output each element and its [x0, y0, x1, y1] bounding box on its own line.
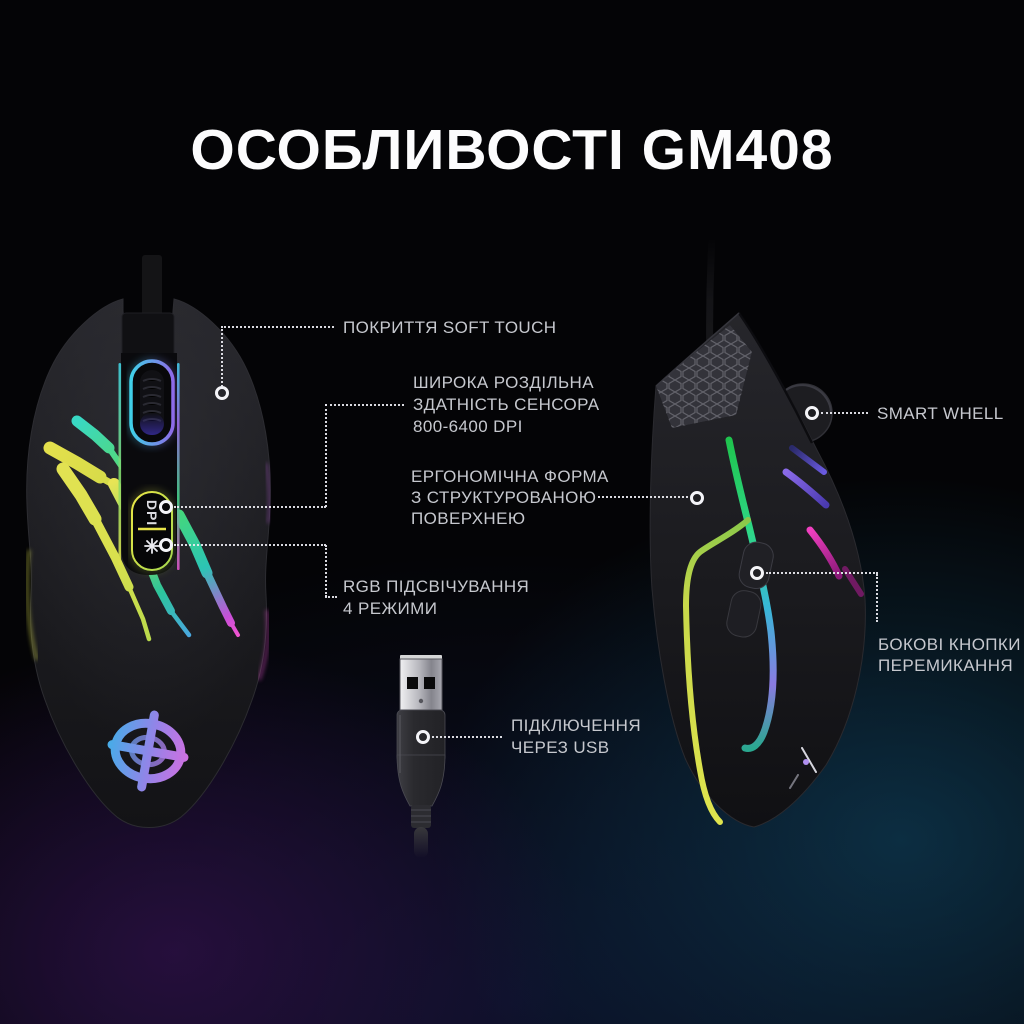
callout-marker — [750, 566, 764, 580]
callout-line — [325, 596, 337, 598]
callout-line — [325, 545, 327, 597]
usb-cable — [414, 827, 428, 858]
usb-pin-hole-right — [424, 677, 435, 689]
callout-line — [821, 412, 868, 414]
rear-light-details — [789, 747, 817, 789]
usb-shell-hole — [418, 698, 424, 704]
light-mode-icon — [144, 538, 160, 554]
brand-crosshair-logo — [107, 710, 189, 792]
front-mouse-cable — [142, 255, 162, 325]
front-mouse-illustration: DPI — [25, 255, 272, 828]
usb-pin-hole-left — [407, 677, 418, 689]
callout-marker — [159, 500, 173, 514]
callout-line — [221, 329, 223, 387]
callout-line — [325, 404, 327, 507]
right-edge-glow-upper — [264, 462, 272, 524]
callout-marker — [215, 386, 229, 400]
side-buttons — [726, 541, 774, 638]
dpi-button-label: DPI — [144, 500, 160, 526]
callout-line — [221, 326, 334, 328]
fin-front-edge — [655, 312, 740, 387]
callout-line — [174, 544, 326, 546]
callout-line — [598, 496, 688, 498]
wheel-bottom-tint — [140, 413, 164, 435]
strip-left-rgb-line — [118, 363, 122, 565]
usb-strain-relief — [411, 805, 431, 828]
side-wheel-edge — [785, 384, 832, 413]
callout-line — [766, 572, 878, 574]
callout-line — [432, 736, 502, 738]
callout-line — [876, 574, 878, 622]
callout-marker — [416, 730, 430, 744]
left-edge-glow — [25, 549, 39, 661]
callout-marker — [690, 491, 704, 505]
callout-label: ПІДКЛЮЧЕННЯ ЧЕРЕЗ USB — [511, 716, 642, 757]
callout-label: RGB ПІДСВІЧУВАННЯ 4 РЕЖИМИ — [343, 577, 530, 618]
callout-label: SMART WHELL — [877, 404, 1004, 423]
usb-connector-illustration — [396, 655, 446, 858]
usb-body-taper — [396, 754, 446, 807]
callout-marker — [805, 406, 819, 420]
strip-right-rgb-line — [177, 363, 180, 570]
callout-label: БОКОВІ КНОПКИ ПЕРЕМИКАННЯ — [878, 635, 1021, 675]
page-title: ОСОБЛИВОСТІ GM408 — [190, 118, 834, 182]
callout-line — [174, 506, 326, 508]
callout-label: ЕРГОНОМІЧНА ФОРМА З СТРУКТУРОВАНОЮ ПОВЕР… — [411, 467, 609, 528]
callout-marker — [159, 538, 173, 552]
cable-connector — [121, 312, 175, 358]
callout-label: ШИРОКА РОЗДІЛЬНА ЗДАТНІСТЬ СЕНСОРА 800-6… — [413, 373, 600, 436]
right-edge-glow-lower — [257, 609, 270, 681]
callout-label: ПОКРИТТЯ SOFT TOUCH — [343, 318, 557, 337]
side-mouse-illustration — [649, 237, 866, 828]
button-fin-crease — [737, 312, 814, 444]
callout-line — [325, 404, 404, 406]
